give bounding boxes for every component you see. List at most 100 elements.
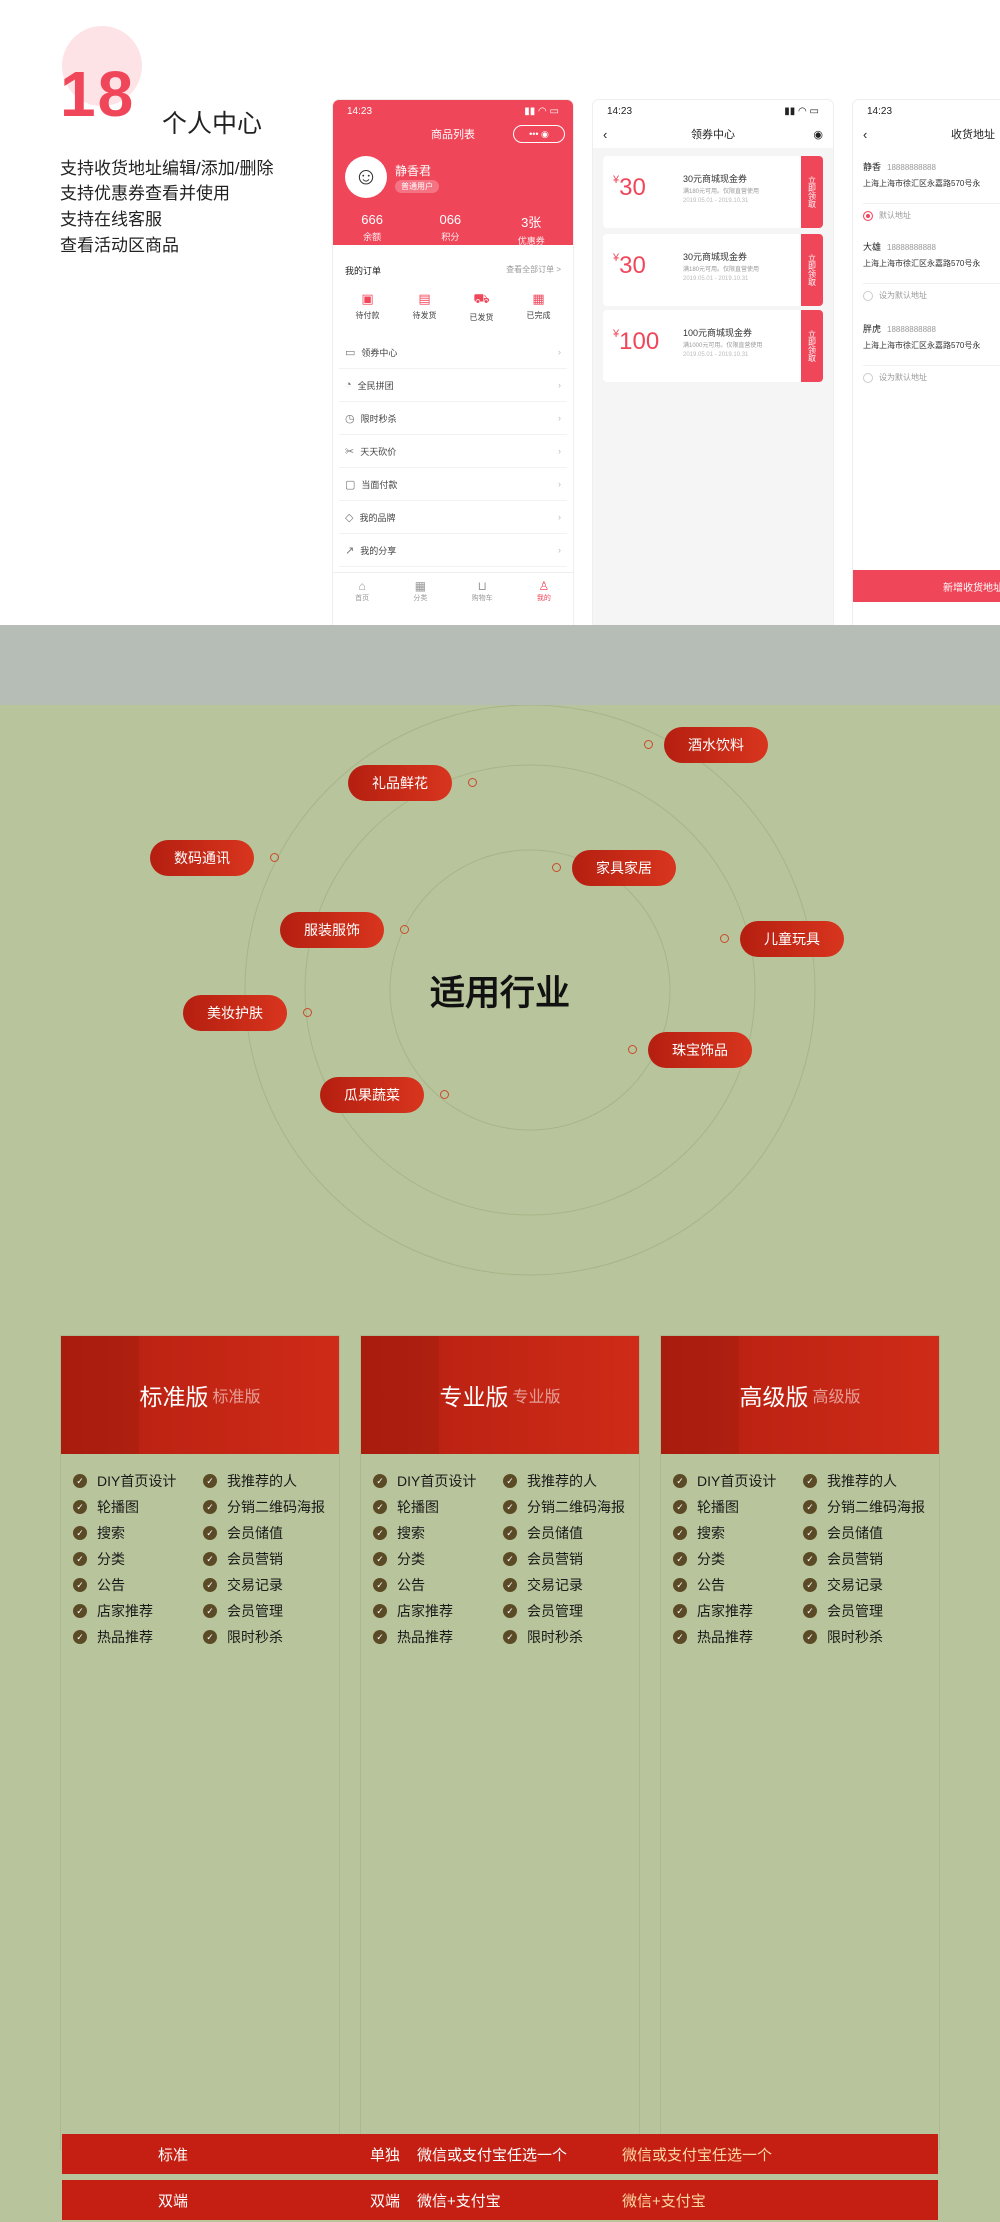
nav-title: 商品列表 [431,129,475,141]
tab-bar: ⌂首页 ▦分类 ⊔购物车 ♙我的 [333,572,573,616]
bar-label: 微信+支付宝 [622,2192,706,2210]
orbit-dot [303,1008,312,1017]
get-coupon-button[interactable]: 立即领取 [801,310,823,382]
industries-title: 适用行业 [429,974,570,1013]
orbit-dot [628,1045,637,1054]
check-icon: ✓ [503,1552,517,1566]
check-icon: ✓ [673,1578,687,1592]
avatar[interactable]: ☺ [345,156,387,198]
radio-icon[interactable] [863,372,873,383]
tab-home[interactable]: ⌂首页 [355,579,370,602]
coupon-date: 2019.05.01 - 2019.10.31 [683,198,749,204]
version-card-pro: 专业版专业版 ✓DIY首页设计 ✓轮播图 ✓搜索 ✓分类 ✓公告 ✓店家推荐 ✓… [360,1335,640,2150]
feature-item: ✓分销二维码海报 [803,1497,925,1517]
menu-item[interactable]: ◷限时秒杀 [339,402,567,435]
coupon-card: ¥30 30元商城现金券 满180元可用。仅限直营使用 2019.05.01 -… [603,156,823,228]
check-icon: ✓ [673,1630,687,1644]
check-icon: ✓ [803,1552,817,1566]
version-name: 高级版 [739,1384,809,1410]
check-icon: ✓ [503,1474,517,1488]
menu-item[interactable]: ↗我的分享 [339,534,567,567]
tab-mine[interactable]: ♙我的 [536,579,551,602]
coupon-value: 100 [619,328,660,355]
bargain-icon: ✂ [345,445,355,458]
clock-icon: ◷ [345,412,355,425]
check-icon: ✓ [673,1474,687,1488]
coupon-date: 2019.05.01 - 2019.10.31 [683,276,749,282]
feature-item: ✓公告 [673,1575,725,1595]
target-icon[interactable]: ◉ [813,128,823,141]
feature-item: ✓搜索 [373,1523,425,1543]
feature-item: ✓轮播图 [673,1497,739,1517]
tab-category[interactable]: ▦分类 [413,579,428,602]
feature-item: ✓交易记录 [803,1575,883,1595]
industry-tag: 珠宝饰品 [648,1032,752,1068]
check-icon: ✓ [203,1500,217,1514]
pay-icon: ▢ [345,478,356,491]
bar-label: 微信或支付宝任选一个 [417,2146,568,2164]
orbit-dot [644,740,653,749]
order-pending-ship[interactable]: ▤待发货 [412,291,437,320]
section-title: 个人中心 [162,110,263,138]
menu-item[interactable]: ◇我的品牌 [339,501,567,534]
check-icon: ✓ [503,1578,517,1592]
industry-tag: 美妆护肤 [183,995,287,1031]
get-coupon-button[interactable]: 立即领取 [801,156,823,228]
radio-checked-icon[interactable] [863,210,873,221]
tab-cart[interactable]: ⊔购物车 [471,579,493,602]
coupon-card: ¥100 100元商城现金券 满1000元可用。仅限直营使用 2019.05.0… [603,310,823,382]
check-icon: ▦ [532,291,545,306]
feature-item: ✓交易记录 [203,1575,283,1595]
industry-tag: 数码通讯 [150,840,254,876]
industry-tag: 儿童玩具 [740,921,844,957]
orbit-dot [720,934,729,943]
orbit-dot [270,853,279,862]
feature-item: ✓公告 [373,1575,425,1595]
stat-coupons[interactable]: 3张优惠券 [517,215,545,246]
menu-item[interactable]: ▭领券中心 [339,336,567,369]
orbit-dot [400,925,409,934]
menu-item[interactable]: ✂天天砍价 [339,435,567,468]
orbit-dot [468,778,477,787]
feature-item: ✓会员营销 [203,1549,283,1569]
check-icon: ✓ [673,1604,687,1618]
order-done[interactable]: ▦已完成 [526,291,551,320]
order-all-link[interactable]: 查看全部订单 > [506,265,561,274]
get-coupon-button[interactable]: 立即领取 [801,234,823,306]
capsule-menu[interactable]: ••• ◉ [513,125,565,143]
feature-item: ✓分销二维码海报 [203,1497,325,1517]
check-icon: ✓ [373,1604,387,1618]
check-icon: ✓ [503,1630,517,1644]
feature-item: ✓我推荐的人 [503,1471,597,1491]
bar-label: 单独 [370,2146,401,2164]
feature-item: ✓店家推荐 [673,1601,753,1621]
back-icon[interactable]: ‹ [603,126,608,142]
add-address-button[interactable]: 新增收货地址 [853,570,1000,602]
orbit-dot [552,863,561,872]
feature-item: ✓DIY首页设计 [373,1471,476,1491]
menu-item[interactable]: ◔全民拼团 [339,369,567,402]
order-shipped[interactable]: ⛟已发货 [469,291,494,322]
check-icon: ✓ [373,1526,387,1540]
coupon-condition: 满180元可用。仅限直营使用 [683,189,760,195]
user-badge: 普通用户 [395,180,439,193]
version-sub: 专业版 [512,1389,561,1406]
industry-tag: 瓜果蔬菜 [320,1077,424,1113]
menu-item[interactable]: ▢当面付款 [339,468,567,501]
nav-title: 收货地址 [951,129,995,141]
group-icon: ◔ [345,379,352,391]
feature-item: ✓限时秒杀 [503,1627,583,1647]
radio-icon[interactable] [863,290,873,301]
check-icon: ✓ [373,1500,387,1514]
feature-item: ✓搜索 [673,1523,725,1543]
back-icon[interactable]: ‹ [863,126,868,142]
feature-item: ✓会员管理 [803,1601,883,1621]
order-pending-pay[interactable]: ▣待付款 [355,291,380,320]
